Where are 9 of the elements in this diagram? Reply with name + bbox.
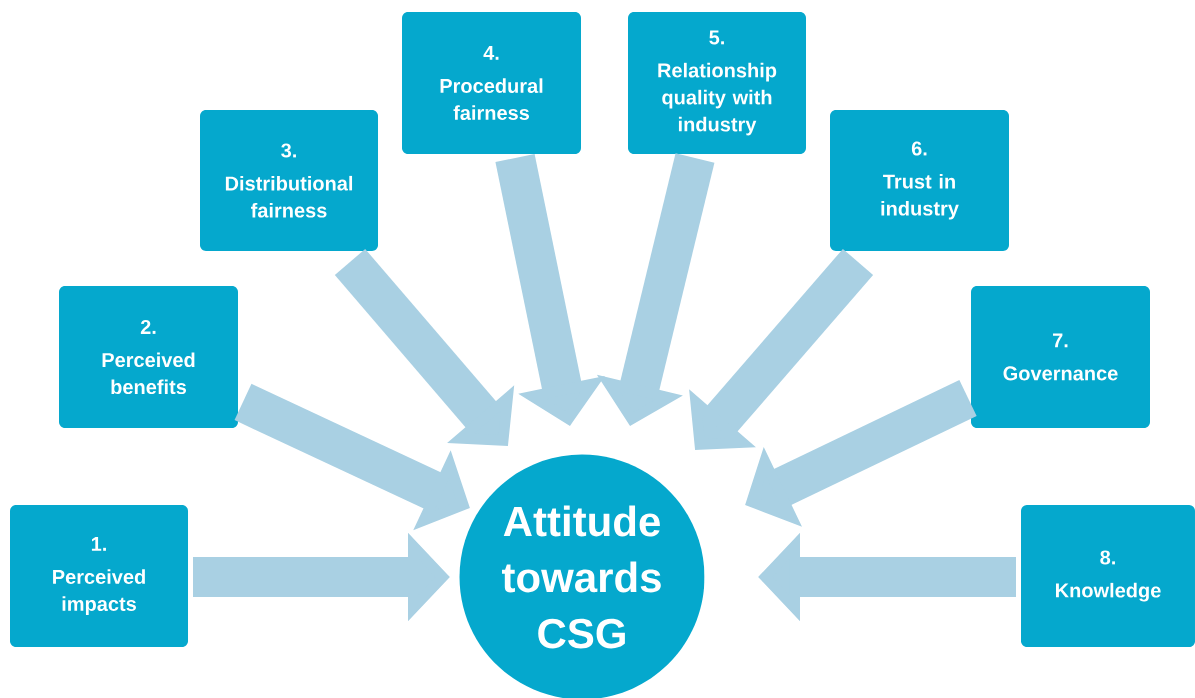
factor-box: 7. Governance xyxy=(971,286,1150,428)
factor-box: 5. Relationship quality with industry xyxy=(628,12,806,154)
factor-box: 2. Perceived benefits xyxy=(59,286,238,428)
factor-box: 3. Distributional fairness xyxy=(200,110,378,251)
factor-box: 6. Trust in industry xyxy=(830,110,1009,251)
factor-box: 4. Procedural fairness xyxy=(402,12,581,154)
block-arrow xyxy=(334,248,515,446)
factor-box: 8. Knowledge xyxy=(1021,505,1195,647)
factor-box: 1. Perceived impacts xyxy=(10,505,188,647)
